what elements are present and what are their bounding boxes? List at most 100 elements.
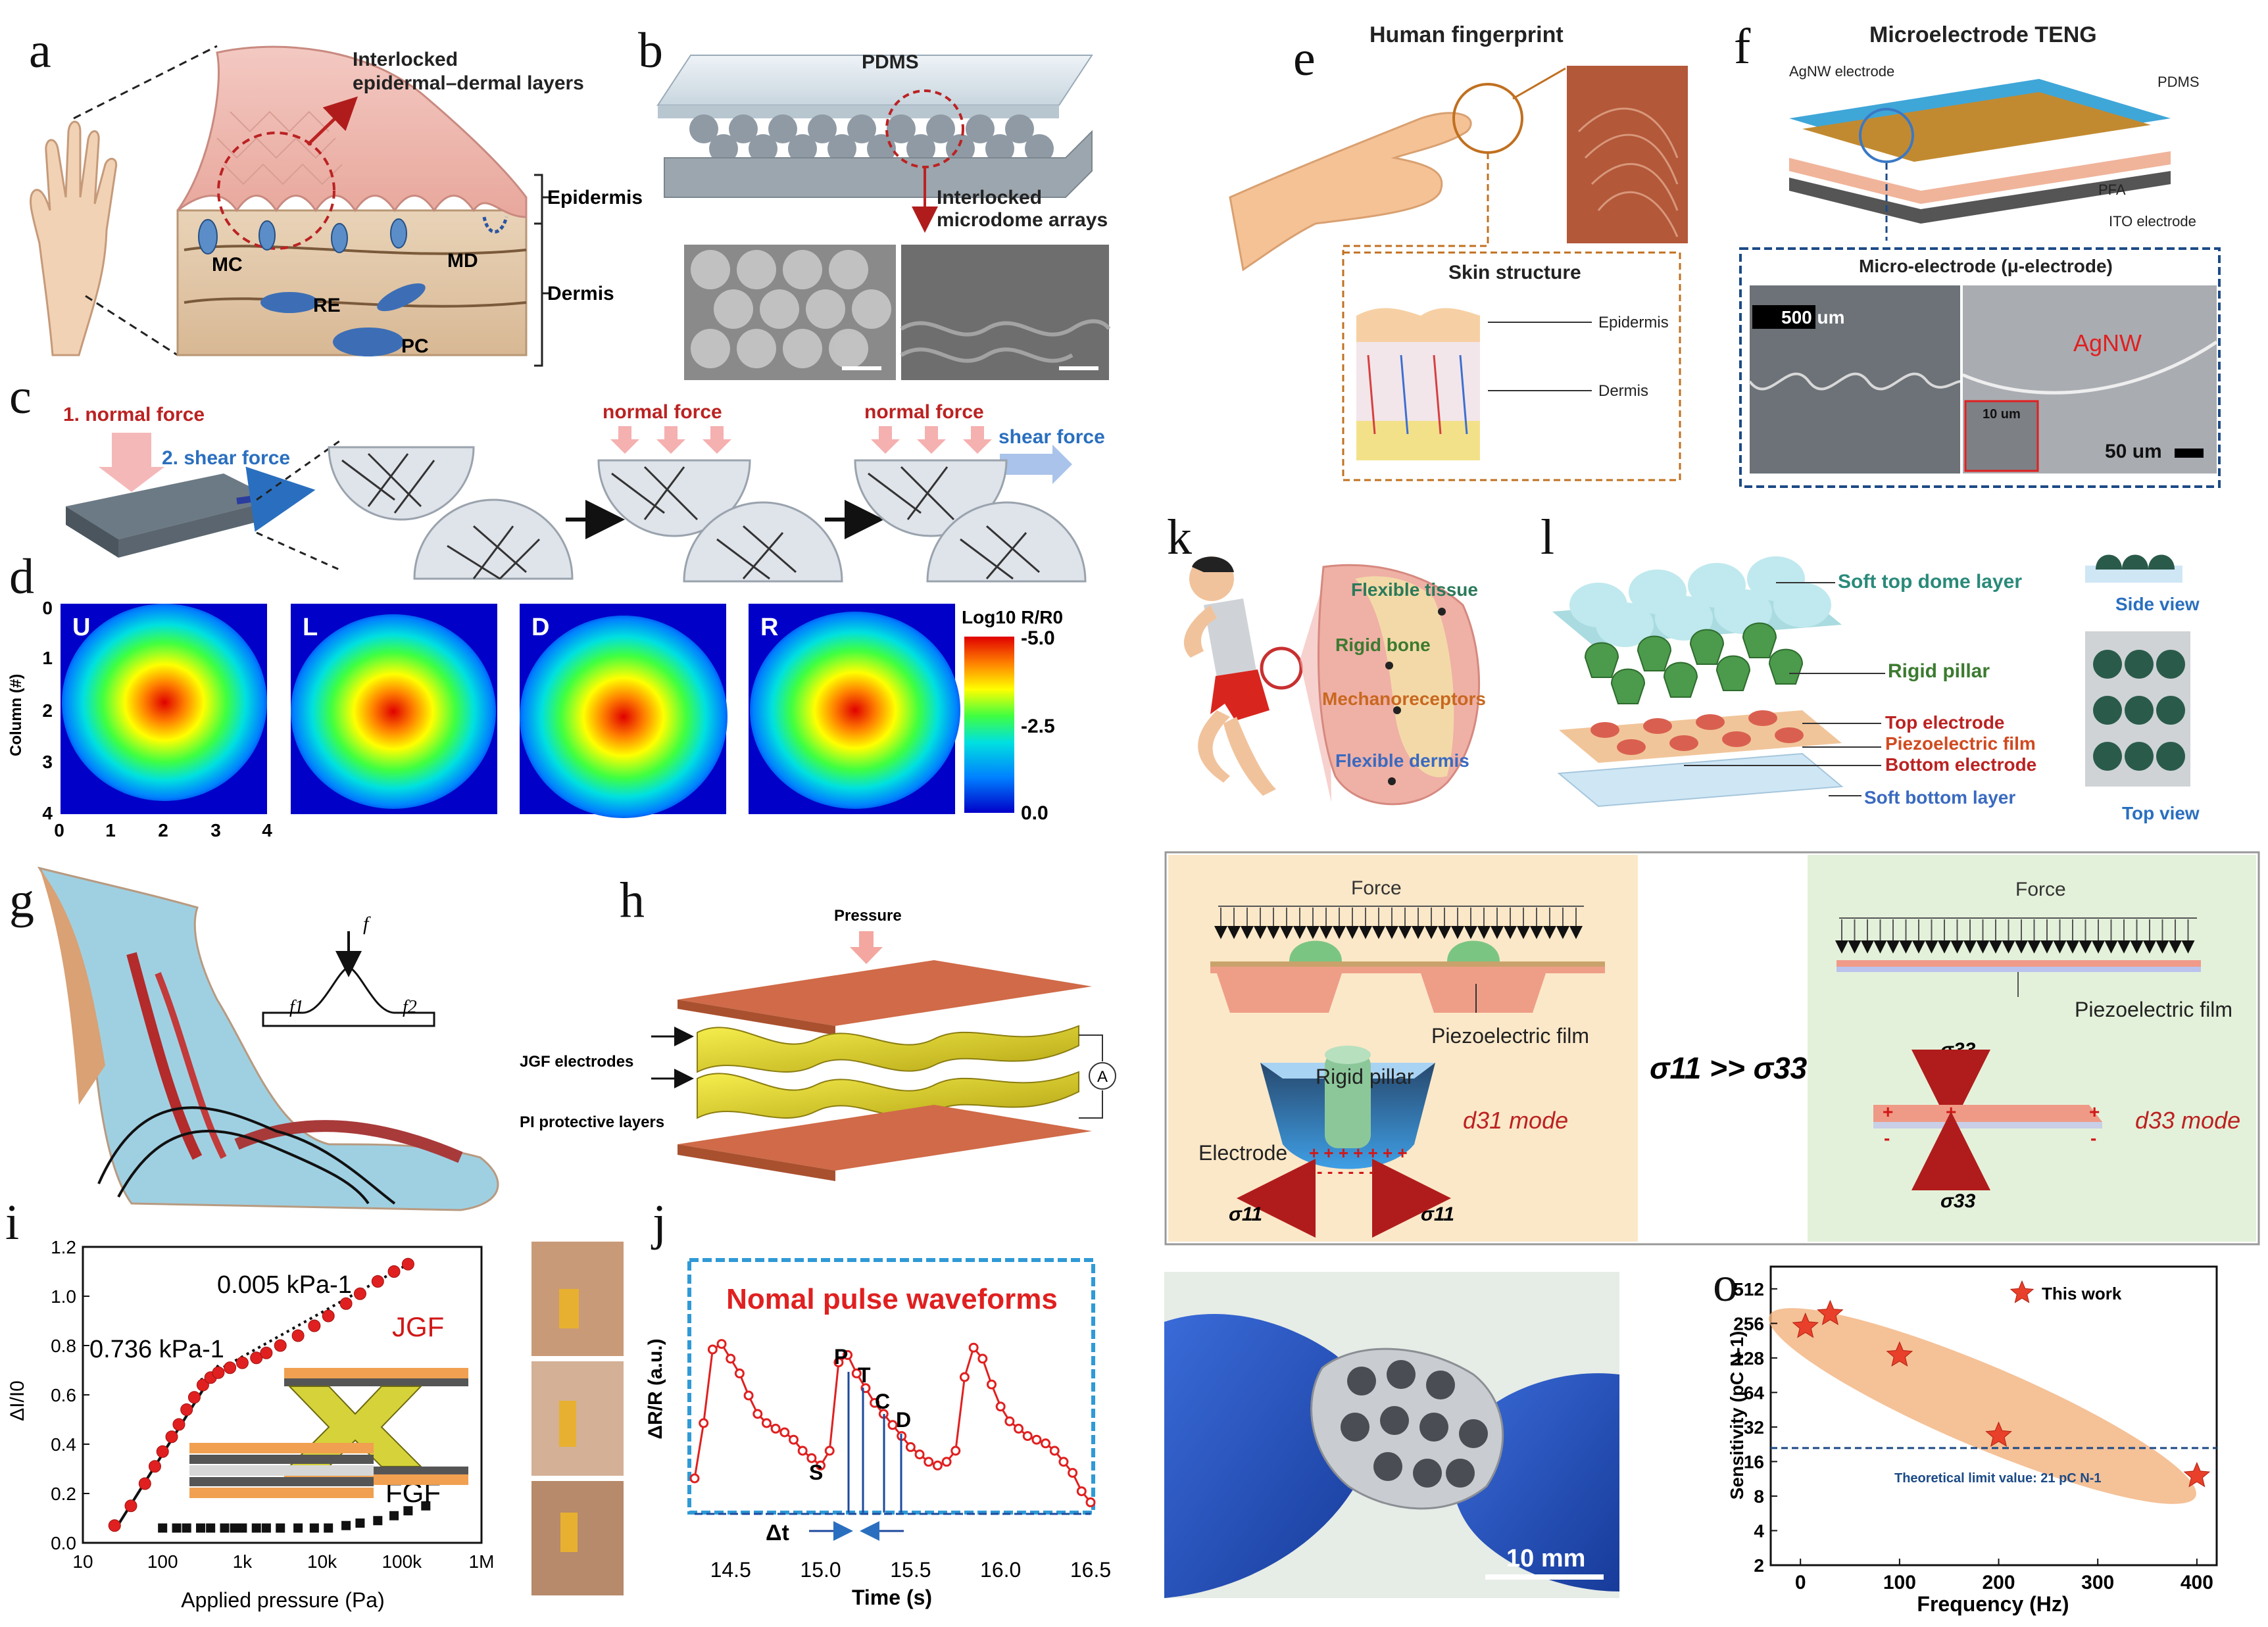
colorbar: [964, 637, 1014, 813]
this-work-region: [1769, 1308, 2196, 1504]
fgf-point: [403, 1506, 413, 1516]
x-tick: 1M: [469, 1551, 495, 1572]
label-agnw-electrode: AgNW electrode: [1789, 63, 1894, 80]
receptor-mc: [198, 219, 218, 255]
plot-i-ylabel: ΔI/I0: [7, 1380, 28, 1421]
colorbar-tick: -2.5: [1021, 716, 1055, 737]
electrode-label: Electrode: [1198, 1141, 1287, 1165]
label-rigid-pillar: Rigid pillar: [1888, 660, 1990, 682]
jgf-point: [339, 1297, 353, 1310]
pulse-point: [959, 1372, 970, 1382]
label-flexible-tissue: Flexible tissue: [1351, 579, 1478, 600]
x-tick: 100: [1883, 1572, 1916, 1593]
plot-o-frame: [1769, 1265, 2218, 1566]
fgf-point: [389, 1511, 399, 1520]
panel-letter-g: g: [9, 873, 34, 928]
pulse-point: [797, 1445, 808, 1456]
runner-shorts: [1210, 669, 1270, 721]
ammeter-label: A: [1097, 1068, 1108, 1086]
label-ito-electrode: ITO electrode: [2109, 213, 2196, 230]
sem-image-right: [901, 245, 1109, 380]
side-view-label: Side view: [2115, 594, 2200, 614]
label-bottom-electrode: Bottom electrode: [1885, 754, 2036, 775]
panel-d-x-ticks: 0 1 2 3 4: [54, 820, 272, 840]
label-epidermis: Epidermis: [547, 187, 643, 208]
rigid-pillar-label: Rigid pillar: [1316, 1065, 1414, 1088]
panel-e-title: Human fingerprint: [1369, 22, 1564, 47]
pi-layers-label: PI protective layers: [520, 1113, 664, 1131]
legend-this-work: This work: [2042, 1284, 2122, 1303]
plot-j-ylabel: ΔR/R (a.u.): [645, 1338, 666, 1439]
foot-model: [37, 866, 499, 1211]
heatmap-d: D: [520, 604, 727, 818]
pulse-point: [914, 1449, 925, 1460]
pulse-point: [833, 1357, 844, 1368]
fgf-point: [341, 1520, 351, 1530]
heatmap-l: L: [291, 604, 497, 814]
label-rigid-bone: Rigid bone: [1335, 635, 1431, 655]
x-tick: 15.0: [800, 1558, 841, 1582]
fgf-point: [172, 1523, 182, 1533]
pulse-point: [699, 1418, 709, 1428]
svg-text:- - - - - - -: - - - - - - -: [1306, 1161, 1375, 1181]
fingerprint-photo: [1567, 66, 1688, 243]
panel-letter-b: b: [638, 23, 663, 78]
wearable-photos: [531, 1242, 624, 1595]
y-tick: 4: [1754, 1520, 1764, 1541]
x-tick: 10: [72, 1551, 93, 1572]
panel-c-normal-force-label-1: normal force: [603, 401, 722, 423]
pulse-point: [941, 1457, 952, 1467]
pulse-point: [968, 1342, 979, 1353]
pulse-point: [707, 1344, 718, 1355]
panel-a-title-line1: Interlocked: [353, 49, 458, 70]
this-work-point: [1792, 1312, 1819, 1338]
sigma-relation: σ11 >> σ33: [1650, 1051, 1808, 1085]
pulse-point: [752, 1409, 763, 1419]
jgf-point: [250, 1351, 263, 1365]
pulse-point: [843, 1349, 853, 1360]
force-label-d31: Force: [1351, 877, 1402, 899]
point-label-p: P: [834, 1345, 848, 1369]
dome-pair-stage1-bottom: [413, 498, 574, 580]
panel-b-annotation-line1: Interlocked: [937, 187, 1042, 208]
jgf-point: [187, 1391, 201, 1404]
jgf-structure-icon: [284, 1368, 468, 1378]
side-view-thumbnail: Side view: [2085, 554, 2200, 614]
pulse-point: [806, 1453, 817, 1463]
fgf-point: [293, 1523, 303, 1533]
fgf-point: [421, 1501, 431, 1511]
x-tick: 16.0: [980, 1558, 1021, 1582]
top-view-label: Top view: [2122, 803, 2200, 823]
plot-i-marks: [83, 1246, 431, 1543]
svg-text:+: +: [2089, 1102, 2100, 1122]
colorbar-tick: -5.0: [1021, 627, 1055, 649]
scale-10mm: 10 mm: [1506, 1545, 1585, 1572]
y-tick: 16: [1744, 1451, 1764, 1472]
pulse-point: [870, 1397, 880, 1408]
label-re: RE: [313, 295, 341, 316]
jgf-point: [148, 1460, 161, 1473]
pulse-point: [789, 1434, 799, 1445]
slope-low-label: 0.736 kPa-1: [89, 1336, 224, 1363]
pulse-point: [1076, 1486, 1087, 1497]
panel-f: Microelectrode TENG AgNW electrode PDMS …: [1739, 22, 2221, 488]
pulse-point: [1031, 1434, 1042, 1445]
panel-c-normal-force-label-2: normal force: [864, 401, 984, 423]
finger-illustration: [1229, 112, 1472, 272]
pulse-point: [1058, 1457, 1069, 1467]
sigma33-bottom: σ33: [1940, 1190, 1976, 1212]
x-tick: 0: [1795, 1572, 1806, 1593]
svg-text:+ + + + + + +: + + + + + + +: [1309, 1143, 1408, 1163]
slope-high-label: 0.005 kPa-1: [217, 1271, 352, 1299]
y-tick: 0: [42, 598, 53, 618]
jgf-point: [291, 1329, 305, 1342]
fgf-point: [309, 1523, 319, 1533]
panel-h: Pressure JGF electrodes PI protective la…: [520, 907, 1116, 1181]
pulse-point: [689, 1473, 700, 1484]
panel-n: 10 mm: [1164, 1272, 1619, 1598]
this-work-point: [2183, 1461, 2211, 1488]
y-tick: 512: [1733, 1279, 1764, 1299]
pulse-point: [1014, 1423, 1024, 1434]
